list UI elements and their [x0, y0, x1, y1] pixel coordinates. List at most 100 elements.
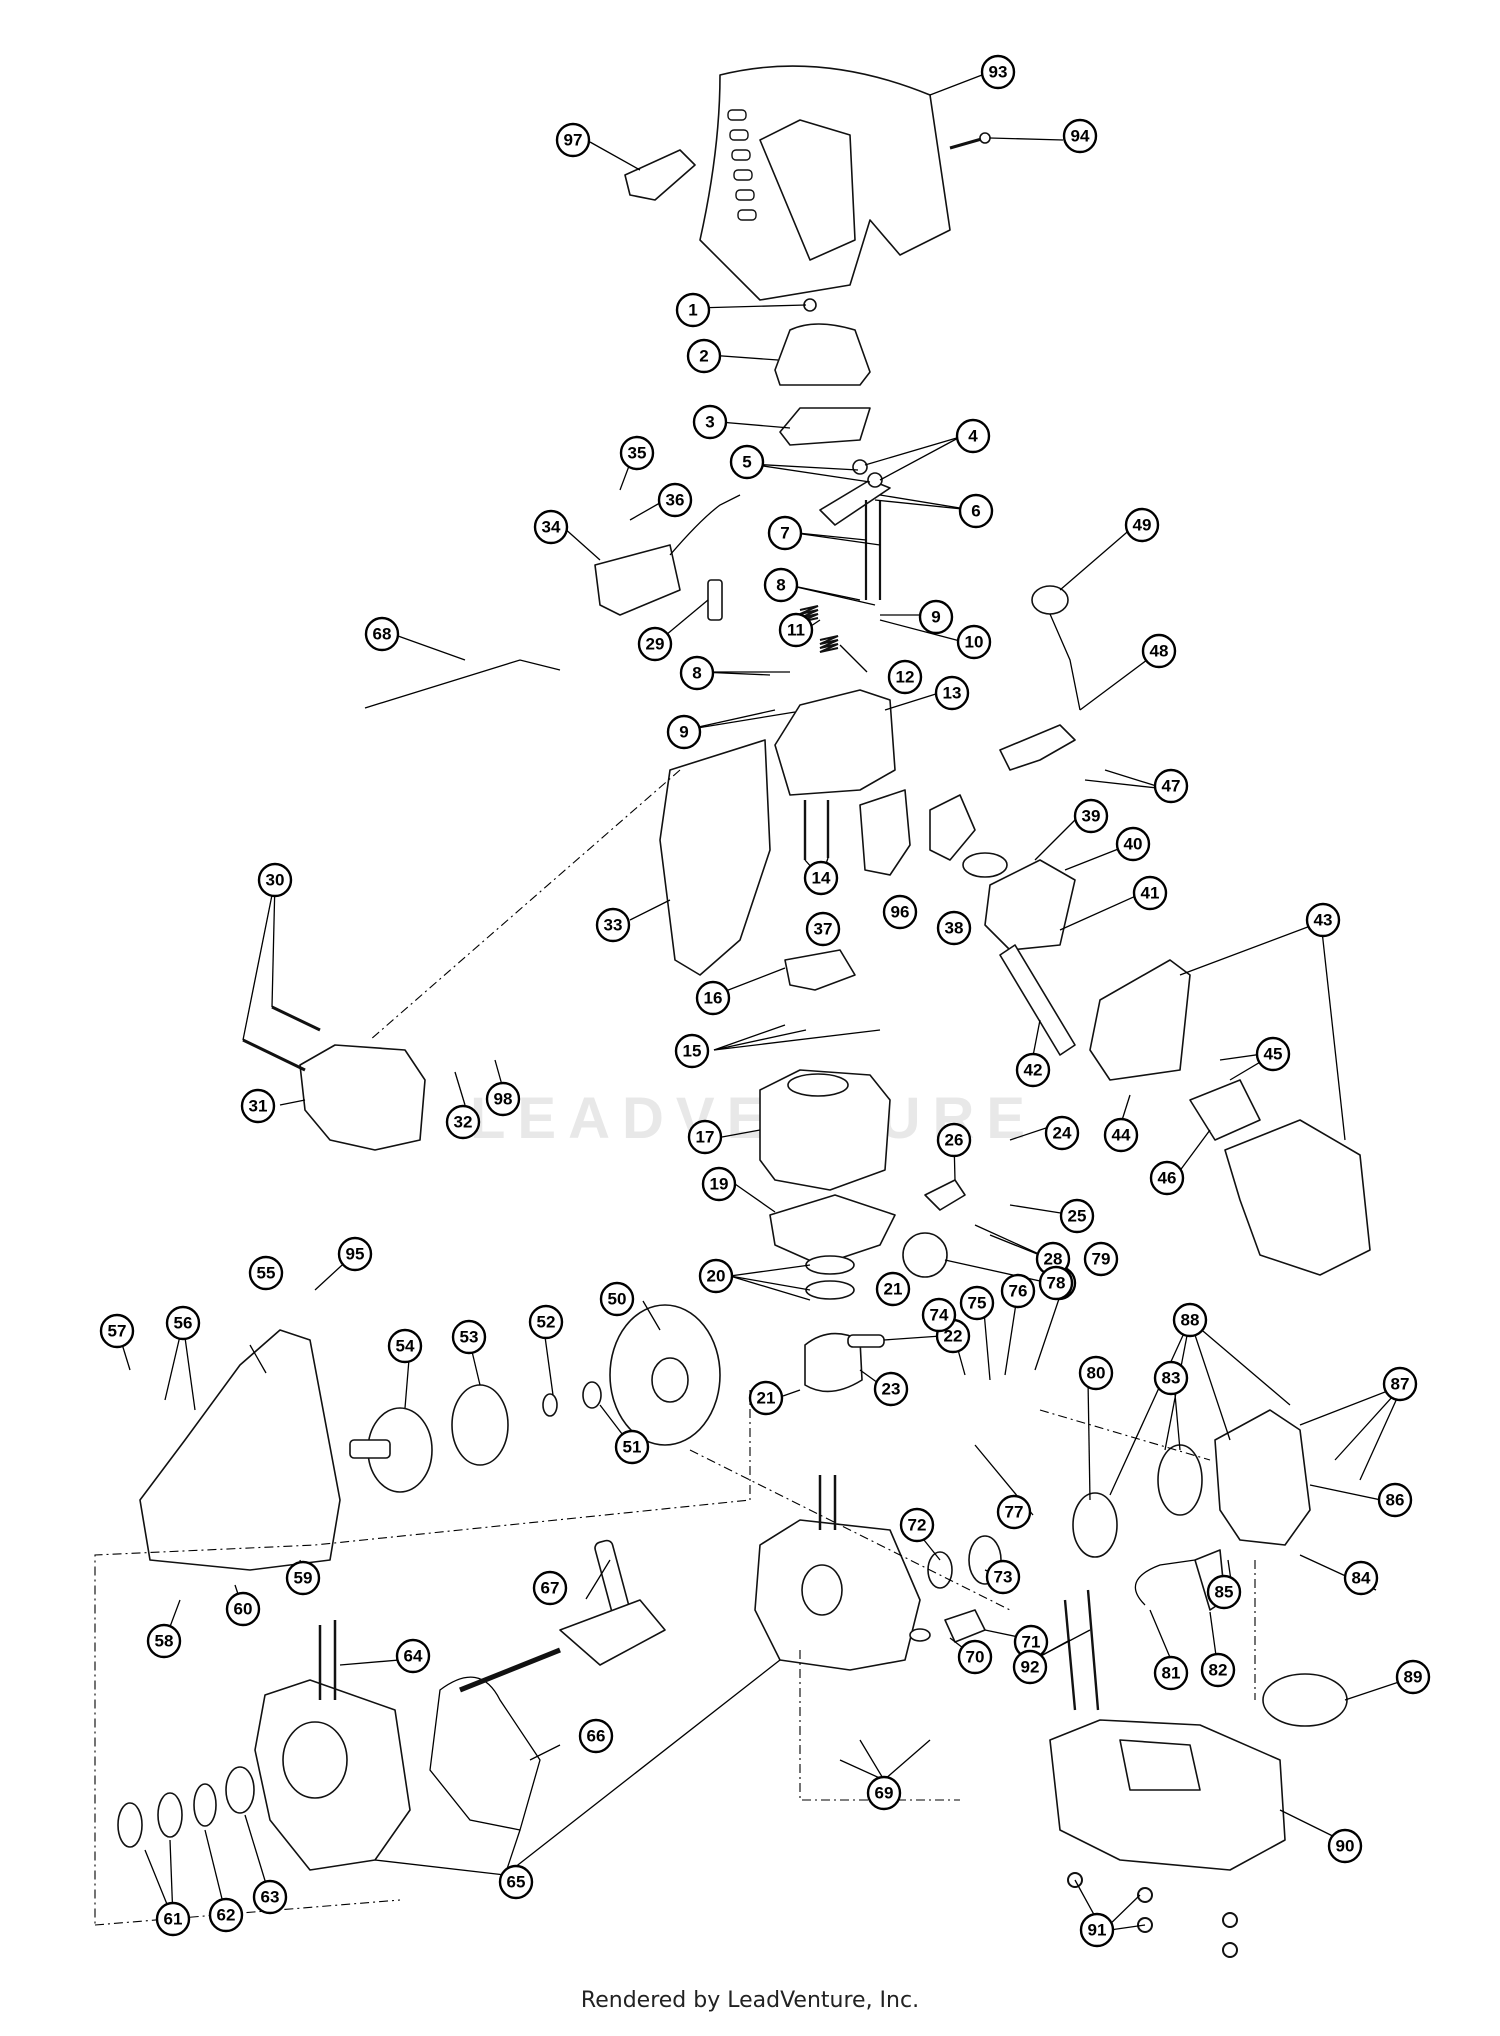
svg-text:57: 57 — [108, 1322, 127, 1341]
svg-text:37: 37 — [814, 920, 833, 939]
svg-text:7: 7 — [780, 524, 789, 543]
svg-text:64: 64 — [404, 1647, 423, 1666]
muffler — [299, 1044, 426, 1151]
callout-53: 53 — [451, 1319, 487, 1355]
svg-text:41: 41 — [1141, 884, 1160, 903]
svg-text:53: 53 — [460, 1328, 479, 1347]
svg-text:2: 2 — [699, 347, 708, 366]
svg-text:97: 97 — [564, 131, 583, 150]
callout-9: 9 — [918, 599, 954, 635]
svg-text:30: 30 — [266, 871, 285, 890]
callout-58: 58 — [146, 1623, 182, 1659]
callout-84: 84 — [1343, 1560, 1379, 1596]
callout-50: 50 — [599, 1281, 635, 1317]
svg-text:20: 20 — [707, 1267, 726, 1286]
svg-text:21: 21 — [757, 1389, 776, 1408]
callout-78: 78 — [1038, 1265, 1074, 1301]
callout-82: 82 — [1200, 1652, 1236, 1688]
svg-text:71: 71 — [1022, 1633, 1041, 1652]
carburetor — [984, 859, 1076, 951]
callout-79: 79 — [1083, 1241, 1119, 1277]
svg-text:88: 88 — [1181, 1311, 1200, 1330]
callout-73: 73 — [985, 1559, 1021, 1595]
svg-text:5: 5 — [742, 453, 751, 472]
svg-text:55: 55 — [257, 1264, 276, 1283]
svg-text:77: 77 — [1005, 1503, 1024, 1522]
valve-cover — [774, 323, 871, 386]
callout-96: 96 — [882, 894, 918, 930]
callout-77: 77 — [996, 1494, 1032, 1530]
callout-5: 5 — [729, 444, 765, 480]
flywheel — [609, 1304, 721, 1446]
callout-74: 74 — [921, 1297, 957, 1333]
callout-55: 55 — [248, 1255, 284, 1291]
valve-cover-gasket — [779, 407, 871, 446]
svg-text:33: 33 — [604, 916, 623, 935]
callout-94: 94 — [1062, 118, 1098, 154]
callout-7: 7 — [767, 515, 803, 551]
svg-text:35: 35 — [628, 444, 647, 463]
piston — [804, 1332, 863, 1393]
callout-1: 1 — [675, 292, 711, 328]
svg-text:1: 1 — [688, 301, 697, 320]
callout-40: 40 — [1115, 826, 1151, 862]
callout-62: 62 — [208, 1897, 244, 1933]
callout-6: 6 — [958, 493, 994, 529]
callout-29: 29 — [637, 626, 673, 662]
callout-51: 51 — [614, 1429, 650, 1465]
callout-19: 19 — [701, 1166, 737, 1202]
svg-text:16: 16 — [704, 989, 723, 1008]
svg-text:56: 56 — [174, 1314, 193, 1333]
svg-text:44: 44 — [1112, 1126, 1131, 1145]
air-filter-base — [1089, 959, 1191, 1081]
callout-15: 15 — [674, 1033, 710, 1069]
svg-text:96: 96 — [891, 903, 910, 922]
callout-83: 83 — [1153, 1360, 1189, 1396]
svg-text:14: 14 — [812, 869, 831, 888]
callout-65: 65 — [498, 1864, 534, 1900]
cylinder — [759, 1069, 891, 1191]
svg-text:95: 95 — [346, 1245, 365, 1264]
callout-3: 3 — [692, 404, 728, 440]
svg-text:24: 24 — [1053, 1124, 1072, 1143]
svg-text:34: 34 — [542, 518, 561, 537]
callout-69: 69 — [866, 1775, 902, 1811]
svg-text:63: 63 — [261, 1888, 280, 1907]
clutch-housing — [139, 1329, 341, 1571]
svg-text:86: 86 — [1386, 1491, 1405, 1510]
svg-text:48: 48 — [1150, 642, 1169, 661]
callout-93: 93 — [980, 54, 1016, 90]
callout-30: 30 — [257, 862, 293, 898]
callout-88: 88 — [1172, 1302, 1208, 1338]
callout-10: 10 — [956, 624, 992, 660]
clutch — [451, 1384, 509, 1466]
heat-shield — [659, 739, 771, 976]
svg-text:8: 8 — [692, 664, 701, 683]
svg-text:39: 39 — [1082, 807, 1101, 826]
exhaust-gasket-plate — [859, 789, 911, 876]
callout-92: 92 — [1012, 1649, 1048, 1685]
callout-64: 64 — [395, 1638, 431, 1674]
cylinder-head-gasket — [784, 949, 856, 991]
svg-text:83: 83 — [1162, 1369, 1181, 1388]
svg-text:69: 69 — [875, 1784, 894, 1803]
air-filter-cover — [1224, 1119, 1371, 1276]
callout-86: 86 — [1377, 1482, 1413, 1518]
callout-42: 42 — [1015, 1052, 1051, 1088]
callout-52: 52 — [528, 1304, 564, 1340]
svg-text:80: 80 — [1087, 1364, 1106, 1383]
svg-text:81: 81 — [1162, 1664, 1181, 1683]
intake-insulator — [929, 794, 976, 861]
callout-4: 4 — [955, 418, 991, 454]
callout-81: 81 — [1153, 1655, 1189, 1691]
svg-text:19: 19 — [710, 1175, 729, 1194]
callout-89: 89 — [1395, 1659, 1431, 1695]
svg-text:47: 47 — [1162, 777, 1181, 796]
callout-72: 72 — [899, 1507, 935, 1543]
callout-47: 47 — [1153, 768, 1189, 804]
crankshaft — [459, 1539, 666, 1693]
svg-text:26: 26 — [945, 1131, 964, 1150]
svg-text:31: 31 — [249, 1097, 268, 1116]
svg-text:15: 15 — [683, 1042, 702, 1061]
